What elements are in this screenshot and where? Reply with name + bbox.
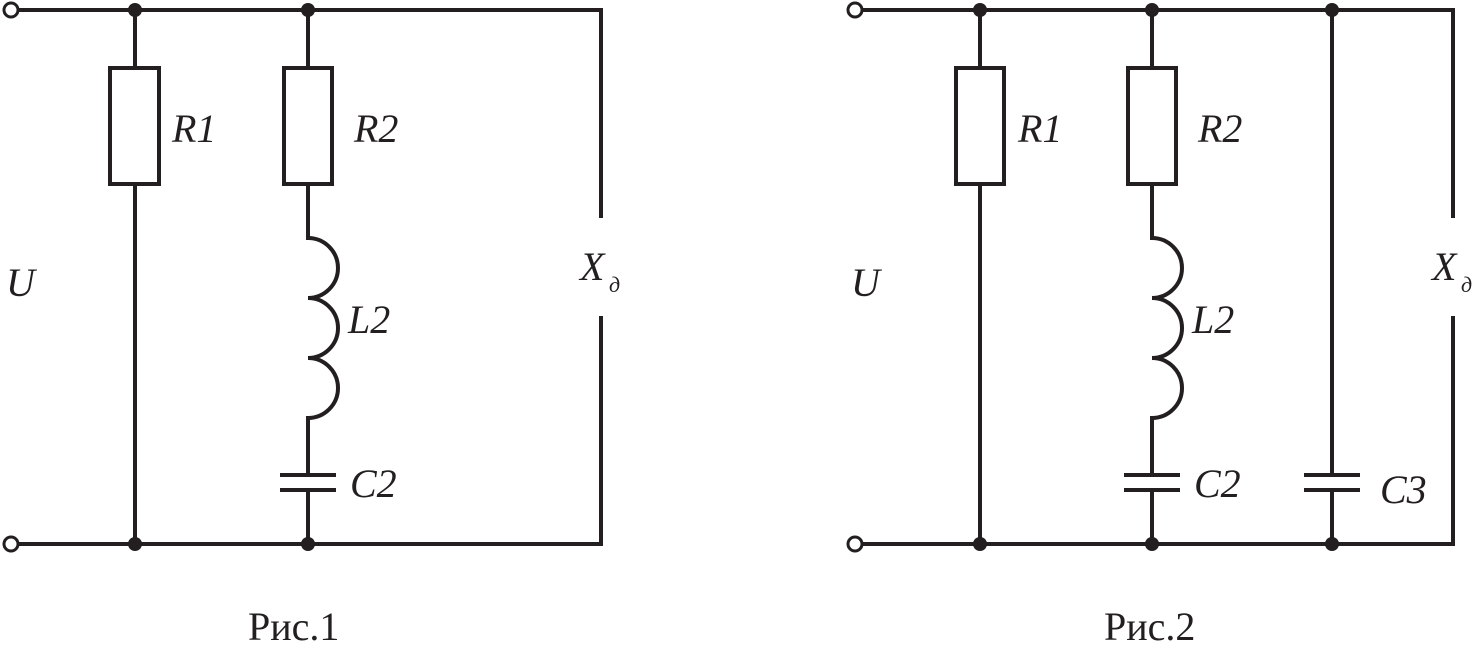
fig1-label-r1: R1	[171, 106, 216, 151]
fig2-label-l2: L2	[1191, 297, 1234, 342]
figure-2: U R1 R2 L2 C2 C3 X д Рис.2	[846, 1, 1472, 647]
fig2-terminal-top	[846, 1, 864, 19]
fig2-label-x: X	[1430, 244, 1458, 289]
fig2-node	[973, 3, 987, 17]
fig2-node	[973, 537, 987, 551]
fig1-label-x: X	[578, 244, 606, 289]
fig2-label-u: U	[851, 260, 883, 305]
fig1-node	[128, 3, 142, 17]
fig2-caption: Рис.2	[1104, 604, 1195, 647]
fig2-label-c3: C3	[1380, 467, 1427, 512]
fig2-label-c2: C2	[1194, 461, 1241, 506]
figure-1: U R1 R2 L2 C2 X д Рис.1	[2, 1, 620, 647]
fig2-node	[1325, 3, 1339, 17]
fig2-terminal-bottom	[846, 535, 864, 553]
fig2-node	[1325, 537, 1339, 551]
fig1-node	[128, 537, 142, 551]
fig1-node	[301, 537, 315, 551]
fig1-caption: Рис.1	[248, 604, 339, 647]
fig2-r1-resistor	[954, 66, 1006, 186]
fig1-r2-resistor	[282, 66, 334, 186]
fig1-label-c2: C2	[350, 461, 397, 506]
fig1-label-u: U	[6, 260, 38, 305]
fig1-node	[301, 3, 315, 17]
fig1-l2-inductor	[305, 235, 340, 421]
fig1-terminal-top	[2, 1, 20, 19]
fig2-node	[1145, 3, 1159, 17]
fig1-r1-resistor	[108, 66, 161, 186]
fig2-label-r2: R2	[1197, 106, 1242, 151]
fig1-terminal-bottom	[2, 535, 20, 553]
fig2-l2-inductor	[1149, 235, 1184, 421]
fig1-label-l2: L2	[347, 297, 390, 342]
fig1-label-r2: R2	[353, 106, 398, 151]
fig2-r2-resistor	[1126, 66, 1178, 186]
fig2-node	[1145, 537, 1159, 551]
fig2-label-r1: R1	[1017, 106, 1062, 151]
fig1-label-x-subscript: д	[609, 272, 620, 297]
fig2-label-x-subscript: д	[1461, 272, 1472, 297]
